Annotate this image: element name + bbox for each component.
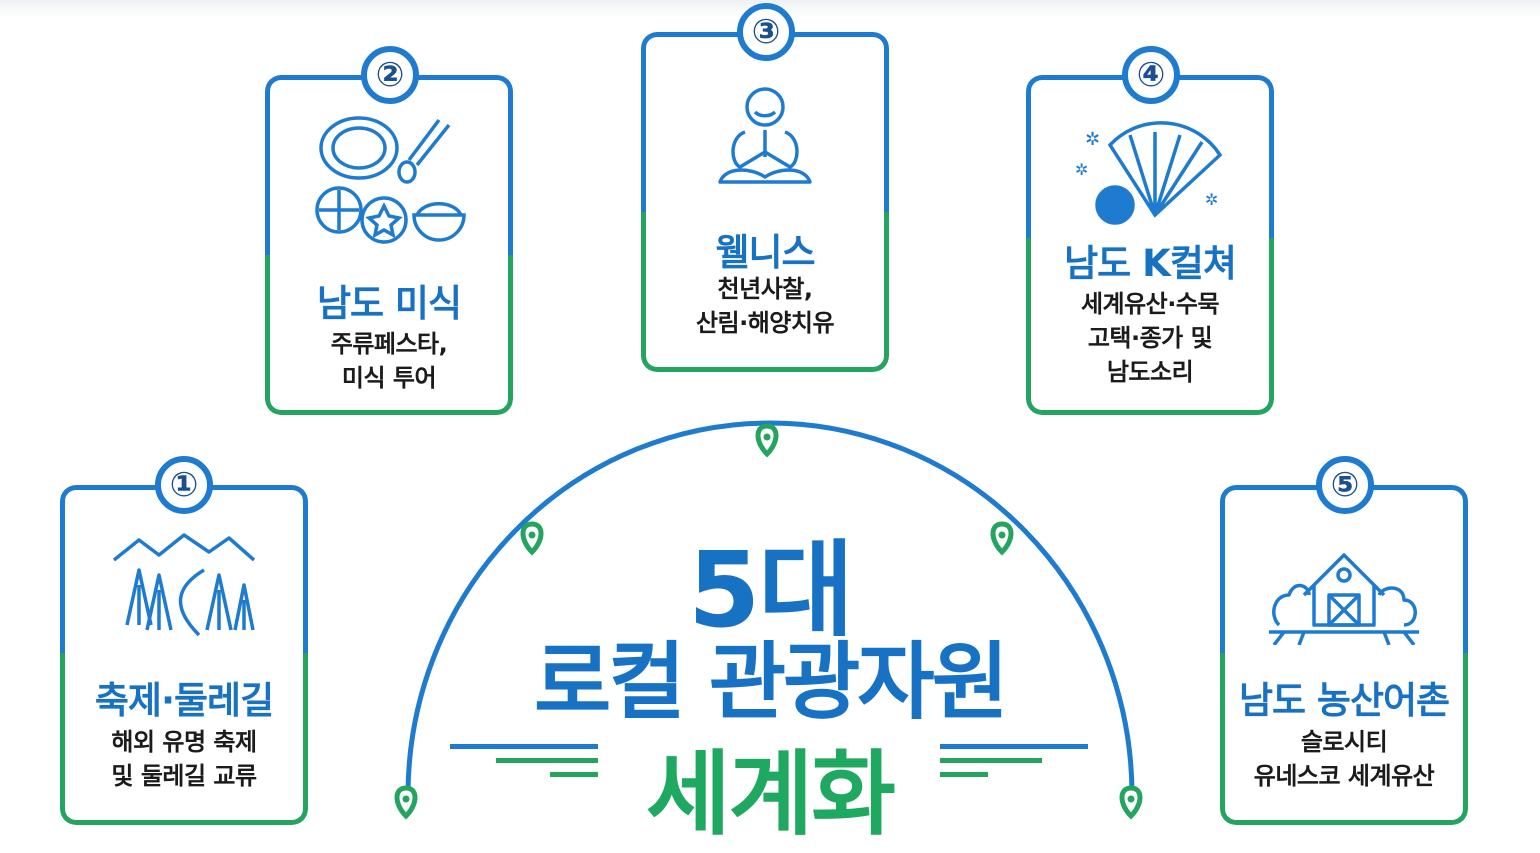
meditating-monk-icon <box>641 82 889 192</box>
number-badge: ② <box>361 46 419 104</box>
location-pin-icon <box>520 521 544 556</box>
left-decor-lines <box>450 744 598 777</box>
location-pin-icon <box>990 521 1014 556</box>
location-pin-icon <box>394 785 418 820</box>
number-badge: ④ <box>1122 46 1180 104</box>
card-title: 남도 K컬쳐 <box>1064 242 1237 285</box>
number-badge: ① <box>155 456 213 514</box>
card-desc-line: 세계유산·수묵 <box>1080 290 1220 318</box>
right-decor-lines <box>940 744 1088 777</box>
card-desc-line: 미식 투어 <box>341 364 437 392</box>
headline-5-major: 5대 <box>687 529 854 651</box>
card-desc-line: 주류페스타, <box>330 330 448 358</box>
card-desc-line: 유네스코 세계유산 <box>1253 762 1435 790</box>
card-desc-line: 해외 유명 축제 <box>111 728 257 756</box>
location-pin-icon <box>1119 785 1143 820</box>
folding-fan-icon: ✲ ✲ ✲ <box>1026 120 1274 230</box>
card-title: 남도 미식 <box>316 282 462 325</box>
svg-text:✲: ✲ <box>1085 129 1100 150</box>
card-title: 남도 농산어촌 <box>1238 679 1450 722</box>
card-desc-line: 천년사찰, <box>717 275 813 303</box>
korean-food-icon <box>265 110 513 250</box>
card-desc-line: 남도소리 <box>1106 358 1194 386</box>
barn-icon <box>1220 540 1468 645</box>
card-festival-trail: 축제·둘레길 해외 유명 축제 및 둘레길 교류 <box>60 485 308 825</box>
card-food: 남도 미식 주류페스타, 미식 투어 <box>265 75 513 415</box>
card-rural: 남도 농산어촌 슬로시티 유네스코 세계유산 <box>1220 485 1468 825</box>
location-pin-icon <box>755 423 779 458</box>
card-title: 웰니스 <box>715 231 815 274</box>
svg-text:✲: ✲ <box>1075 160 1088 179</box>
headline-local-resources: 로컬 관광자원 <box>534 633 1009 731</box>
mountain-forest-road-icon <box>60 530 308 640</box>
number-badge: ③ <box>737 3 795 61</box>
card-desc-line: 슬로시티 <box>1300 728 1388 756</box>
card-wellness: 웰니스 천년사찰, 산림·해양치유 <box>641 32 889 372</box>
card-k-culture: ✲ ✲ ✲ 남도 K컬쳐 세계유산·수묵 고택·종가 및 남도소리 <box>1026 75 1274 415</box>
headline-globalization: 세계화 <box>646 741 896 848</box>
card-desc-line: 고택·종가 및 <box>1087 324 1213 352</box>
number-badge: ⑤ <box>1316 456 1374 514</box>
card-desc-line: 산림·해양치유 <box>695 309 835 337</box>
card-title: 축제·둘레길 <box>94 679 274 722</box>
card-desc-line: 및 둘레길 교류 <box>111 762 257 790</box>
svg-text:✲: ✲ <box>1205 190 1218 209</box>
